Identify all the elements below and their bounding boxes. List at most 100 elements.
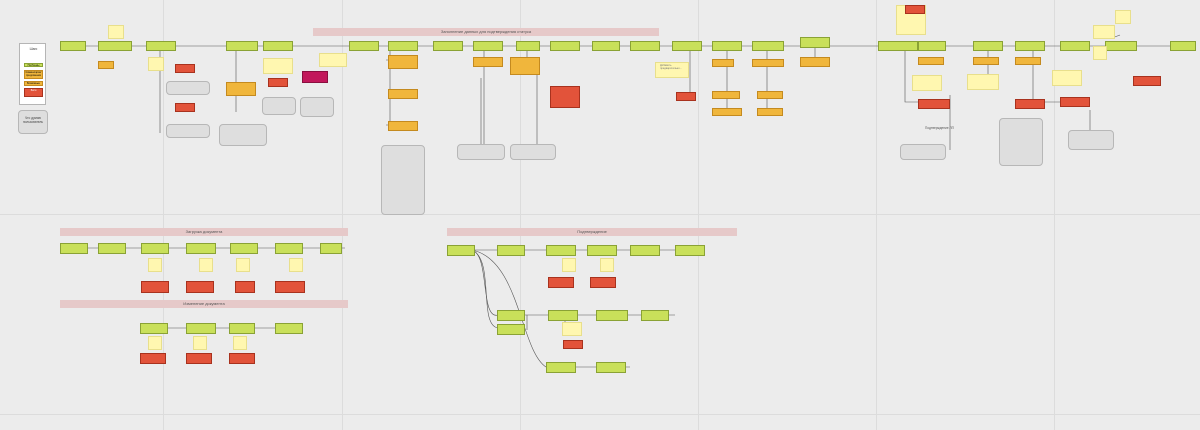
step-node [226, 41, 258, 51]
comment-node [712, 91, 740, 99]
problem-node [1015, 99, 1045, 109]
sticky-note [148, 57, 164, 71]
step-node [752, 41, 784, 51]
sticky-note [562, 322, 582, 336]
legend-item-problems: Проблемы [24, 63, 43, 67]
legend-item-pains: Боли [24, 88, 43, 97]
step-node [712, 41, 742, 51]
sticky-note [1093, 46, 1107, 60]
sticky-note [1052, 70, 1082, 86]
thought-node [510, 144, 556, 160]
sticky-note [1093, 25, 1115, 39]
step-node [186, 323, 216, 334]
problem-node [676, 92, 696, 101]
problem-node [548, 277, 574, 288]
step-node [60, 243, 88, 254]
sticky-note [108, 25, 124, 39]
step-node [672, 41, 702, 51]
step-node [675, 245, 705, 256]
step-node [592, 41, 620, 51]
step-node [630, 41, 660, 51]
step-node [1170, 41, 1196, 51]
comment-node [757, 108, 783, 116]
frame-divider [876, 0, 877, 430]
problem-node [275, 281, 305, 293]
frame-divider [520, 0, 521, 430]
comment-node [712, 108, 742, 116]
step-node [1105, 41, 1137, 51]
step-node [275, 243, 303, 254]
comment-node [752, 59, 784, 67]
frame-divider [0, 214, 1200, 215]
problem-node [175, 103, 195, 112]
thought-node [999, 118, 1043, 166]
step-node [497, 245, 525, 256]
step-node [433, 41, 463, 51]
thought-node [262, 97, 296, 115]
problem-node [563, 340, 583, 349]
section-band-verification: Заполнение данных для подтверждения стат… [313, 28, 659, 36]
step-node [98, 243, 126, 254]
comment-node [388, 121, 418, 131]
comment-node [226, 82, 256, 96]
comment-node [712, 59, 734, 67]
sticky-note [1115, 10, 1131, 24]
frame-divider [1054, 0, 1055, 430]
problem-node [141, 281, 169, 293]
step-node [546, 245, 576, 256]
thought-node [166, 81, 210, 95]
step-node [630, 245, 660, 256]
sticky-note [912, 75, 942, 91]
problem-node [905, 5, 925, 14]
comment-node [510, 57, 540, 75]
sticky-note [148, 258, 162, 272]
step-node [388, 41, 418, 51]
thought-node [300, 97, 334, 117]
comment-node [800, 57, 830, 67]
step-node [473, 41, 503, 51]
step-node [641, 310, 669, 321]
comment-node [757, 91, 783, 99]
legend-title: Шаги [29, 47, 38, 51]
problem-node [550, 86, 580, 108]
sticky-note [319, 53, 347, 67]
frame-divider [342, 0, 343, 430]
step-node [146, 41, 176, 51]
step-node [596, 310, 628, 321]
sticky-note [193, 336, 207, 350]
step-node [587, 245, 617, 256]
step-node [447, 245, 475, 256]
frame-divider [698, 0, 699, 430]
thought-node [457, 144, 505, 160]
sticky-note [236, 258, 250, 272]
problem-node [140, 353, 166, 364]
step-node [263, 41, 293, 51]
thought-node [1068, 130, 1114, 150]
step-node [229, 323, 255, 334]
legend: Шаги Проблемы Комментарии/предложения Во… [19, 43, 46, 105]
step-node [186, 243, 216, 254]
sticky-note [655, 62, 689, 78]
section-band-confirm: Подтверждение [447, 228, 737, 236]
step-node [596, 362, 626, 373]
sticky-note [233, 336, 247, 350]
step-node [878, 41, 918, 51]
step-node [973, 41, 1003, 51]
step-node [98, 41, 132, 51]
sticky-note [199, 258, 213, 272]
thought-node [219, 124, 267, 146]
sticky-note [148, 336, 162, 350]
section-band-edit: Изменение документа [60, 300, 348, 308]
step-node [497, 310, 525, 321]
problem-node [590, 277, 616, 288]
comment-node [98, 61, 114, 69]
right-note-label: Подтверждение ЛП [925, 126, 954, 130]
comment-node [1015, 57, 1041, 65]
step-node [516, 41, 540, 51]
sticky-note [967, 74, 999, 90]
step-node [60, 41, 86, 51]
legend-item-comments: Комментарии/предложения [24, 70, 43, 79]
doubt-note-label: Добавить предварительно… [660, 64, 683, 70]
problem-node [229, 353, 255, 364]
